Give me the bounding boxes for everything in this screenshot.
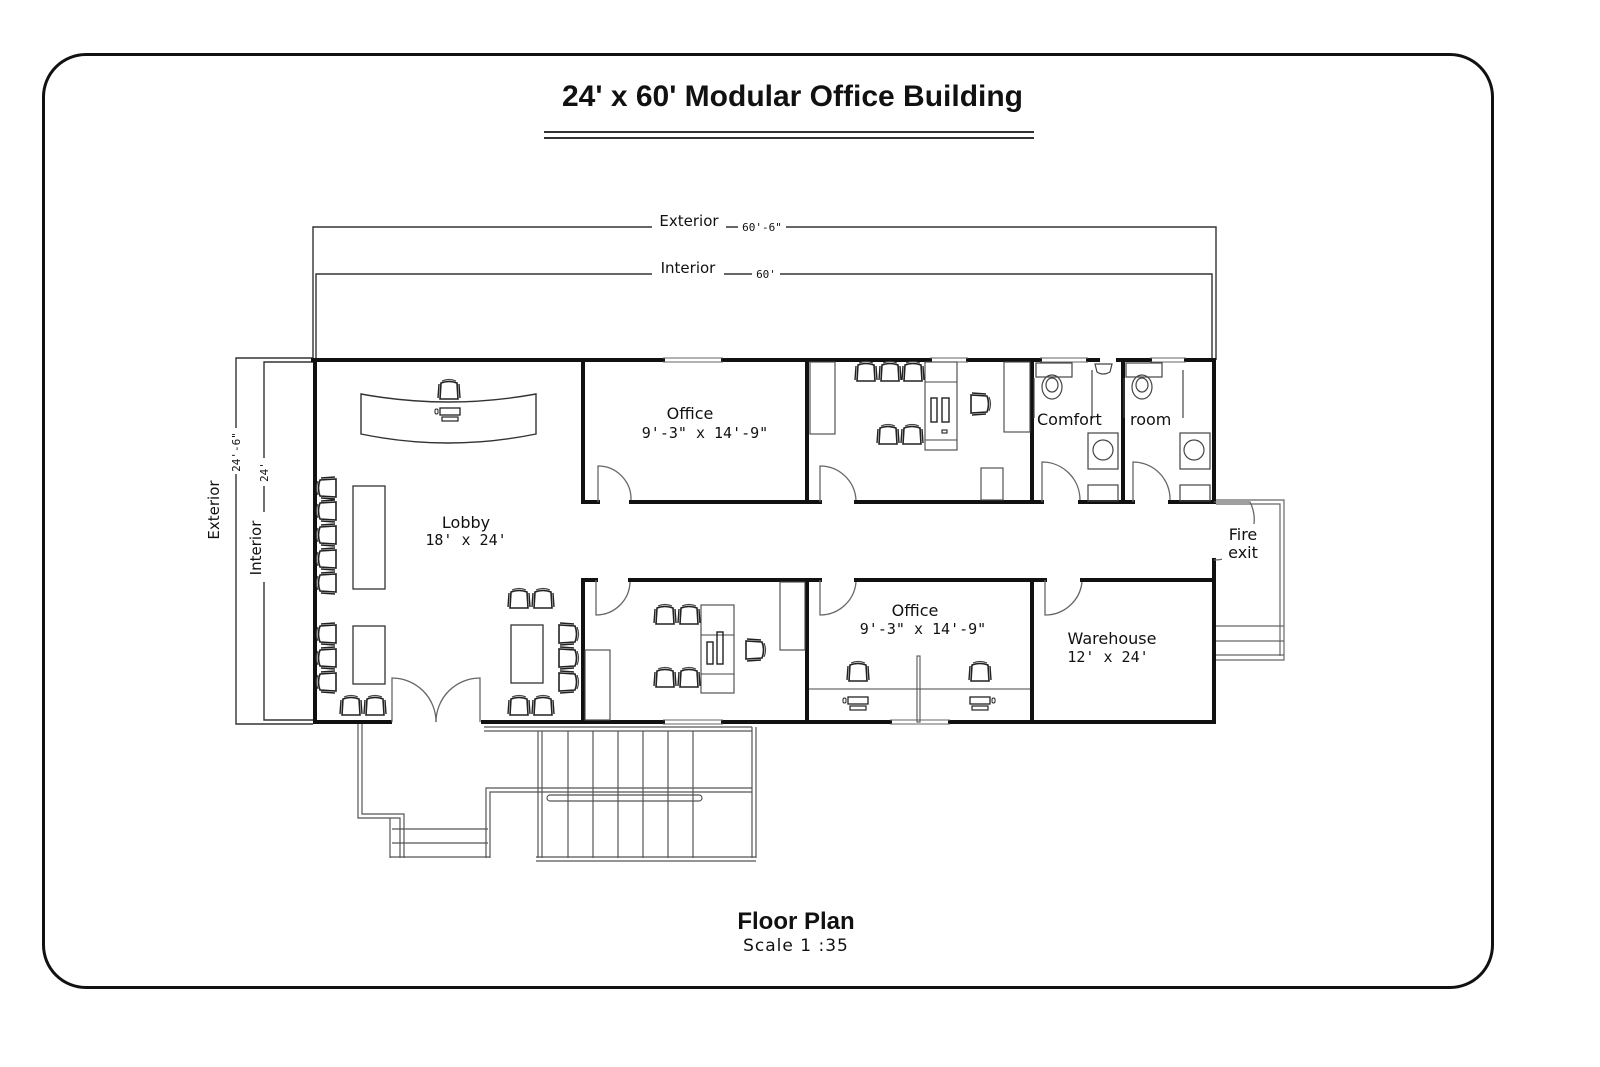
plan-caption: Floor Plan — [737, 908, 855, 935]
doors — [391, 461, 1255, 723]
fire-exit-line1: Fire — [1229, 525, 1258, 544]
lobby-size: 18' x 24' — [425, 531, 506, 549]
label-comfort-room: Comfort room — [1037, 410, 1171, 429]
warehouse-name: Warehouse — [1068, 629, 1157, 648]
dimension-left-interior: 24' Interior — [246, 361, 313, 721]
title-underline-2 — [544, 137, 1034, 139]
label-lobby: Lobby 18' x 24' — [420, 512, 512, 549]
manager-office-bottom-chairs — [653, 603, 767, 688]
office-top-size: 9'-3" x 14'-9" — [642, 424, 768, 442]
title-underline — [544, 131, 1034, 133]
drawing-border — [42, 53, 1494, 989]
interior-value-top: 60' — [756, 268, 776, 281]
exterior-label-top: Exterior — [659, 212, 719, 230]
office-bottom-name: Office — [892, 601, 939, 620]
dimension-left-exterior: 24'-6" Exterior — [205, 357, 313, 725]
workstation-office — [809, 655, 1030, 723]
workstation-chairs — [842, 660, 996, 711]
walls — [311, 358, 1216, 724]
manager-office-bottom — [584, 581, 806, 721]
interior-value-left: 24' — [258, 462, 271, 482]
fire-exit-stairs — [1216, 499, 1285, 661]
exterior-label-left: Exterior — [205, 480, 223, 540]
front-stairs — [357, 722, 757, 862]
reception-desk — [360, 378, 537, 444]
label-fire-exit: Fire exit — [1222, 524, 1264, 562]
warehouse-size: 12' x 24' — [1067, 648, 1148, 666]
label-office-top: Office 9'-3" x 14'-9" — [642, 404, 768, 442]
office-top-name: Office — [667, 404, 714, 423]
drawing-title: 24' x 60' Modular Office Building — [561, 80, 1023, 113]
dimension-top-interior: Interior 60' — [315, 258, 1213, 360]
plan-scale: Scale 1 :35 — [743, 936, 849, 956]
office-bottom-size: 9'-3" x 14'-9" — [860, 620, 986, 638]
comfort-room-fixtures — [1033, 362, 1211, 502]
exterior-value-left: 24'-6" — [230, 432, 243, 472]
dimension-top-exterior: Exterior 60'-6" — [312, 210, 1217, 360]
lobby-waiting-area — [352, 485, 544, 685]
interior-label-top: Interior — [661, 259, 717, 277]
windows — [663, 357, 1186, 725]
comfort-room-name-right: room — [1130, 410, 1171, 429]
label-office-bottom: Office 9'-3" x 14'-9" — [860, 601, 986, 638]
label-warehouse: Warehouse 12' x 24' — [1067, 629, 1156, 666]
fire-exit-line2: exit — [1228, 543, 1258, 562]
interior-label-left: Interior — [247, 520, 265, 576]
manager-office-top — [809, 361, 1031, 501]
manager-office-top-chairs — [854, 360, 992, 445]
exterior-value-top: 60'-6" — [742, 221, 782, 234]
lobby-name: Lobby — [442, 513, 490, 532]
comfort-room-name-left: Comfort — [1037, 410, 1102, 429]
